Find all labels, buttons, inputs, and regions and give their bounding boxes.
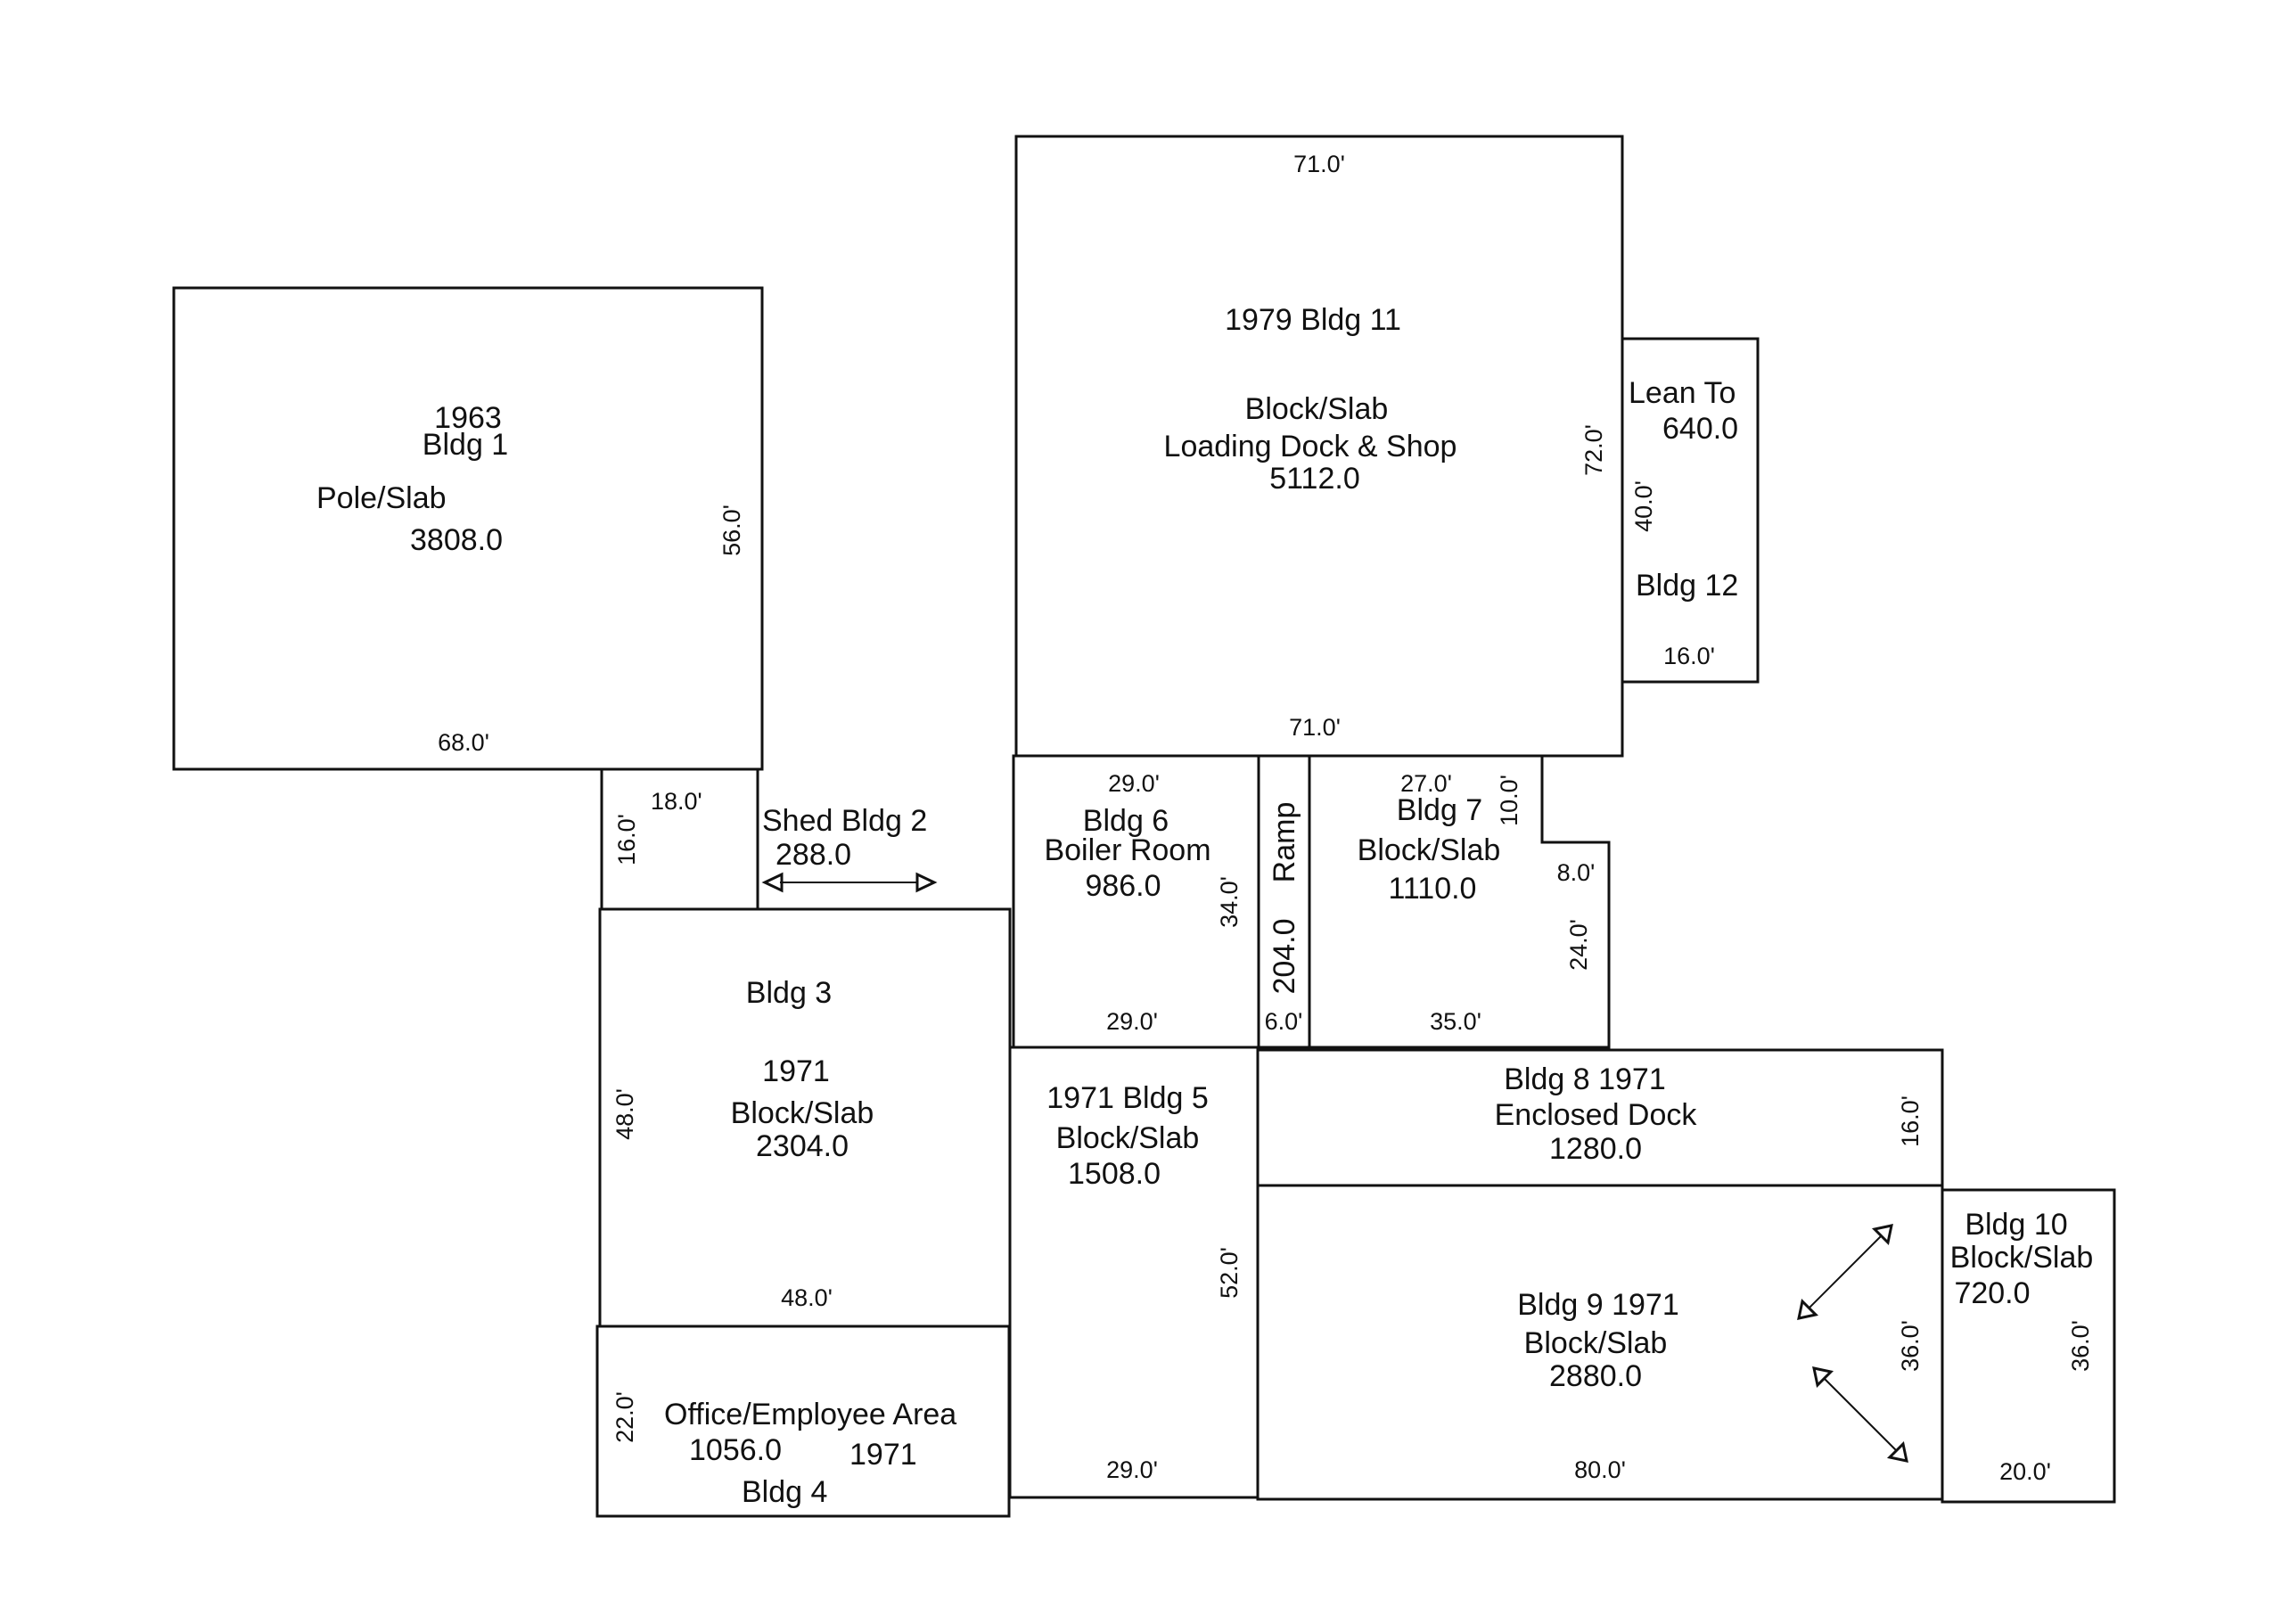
bldg-6-depth-dim: 34.0'	[1216, 876, 1243, 928]
bldg-3-width-dim: 48.0'	[781, 1284, 833, 1311]
bldg-9-name: Bldg 9 1971	[1517, 1288, 1679, 1322]
bldg-6-area: 986.0	[1085, 869, 1161, 903]
bldg-12-name: Lean To	[1629, 376, 1736, 410]
bldg-6-bottom-dim: 29.0'	[1106, 1008, 1158, 1035]
bldg-5-name: 1971 Bldg 5	[1046, 1081, 1209, 1115]
bldg-7-notch-width-dim: 8.0'	[1557, 859, 1596, 886]
bldg-1-width-dim: 68.0'	[438, 729, 489, 756]
bldg-7-right-dim: 24.0'	[1565, 919, 1592, 971]
bldg-2-depth-dim: 16.0'	[613, 814, 640, 865]
bldg-7-area: 1110.0	[1389, 872, 1477, 906]
bldg-7-bottom-dim: 35.0'	[1430, 1008, 1481, 1035]
bldg-4-year: 1971	[849, 1438, 917, 1472]
bldg-10-width-dim: 20.0'	[1999, 1458, 2051, 1485]
bldg-7-notch-height-dim: 10.0'	[1496, 775, 1522, 826]
ramp-width-dim: 6.0'	[1265, 1008, 1303, 1035]
bldg-4-name: Office/Employee Area	[664, 1398, 956, 1431]
bldg-3-year: 1971	[762, 1054, 830, 1088]
bldg-6-top-dim: 29.0'	[1108, 770, 1160, 797]
bldg-1-year: 1963	[434, 401, 502, 435]
bldg-1-name: Bldg 1	[423, 428, 508, 462]
bldg-11-construction: Block/Slab	[1245, 392, 1389, 426]
bldg-7-name: Bldg 7	[1397, 793, 1482, 827]
bldg-8-area: 1280.0	[1549, 1132, 1642, 1166]
bldg-8-name: Bldg 8 1971	[1504, 1062, 1666, 1096]
bldg-9-arrow-upper	[1797, 1224, 1893, 1320]
bldg-6-name: Bldg 6	[1083, 804, 1169, 838]
bldg-7-top-dim: 27.0'	[1400, 770, 1452, 797]
bldg-3-area: 2304.0	[756, 1129, 849, 1163]
bldg-10-depth-dim: 36.0'	[2067, 1320, 2094, 1372]
bldg-12-depth-dim: 40.0'	[1630, 480, 1657, 532]
bldg-4-label: Bldg 4	[742, 1475, 827, 1509]
bldg-5-construction: Block/Slab	[1056, 1121, 1200, 1155]
bldg-1-area: 3808.0	[410, 523, 503, 557]
bldg-5-area: 1508.0	[1068, 1157, 1161, 1191]
ramp-area: 204.0	[1268, 918, 1301, 994]
bldg-11-bottom-dim: 71.0'	[1289, 714, 1341, 741]
ramp-name: Ramp	[1268, 802, 1301, 883]
bldg-9-area: 2880.0	[1549, 1359, 1642, 1393]
bldg-1-construction: Pole/Slab	[316, 481, 447, 515]
bldg-11-depth-dim: 72.0'	[1580, 424, 1607, 476]
bldg-2-name: Shed Bldg 2	[762, 804, 927, 838]
bldg-10-name: Bldg 10	[1965, 1208, 2067, 1242]
bldg-6-use: Boiler Room	[1044, 833, 1210, 867]
bldg-3-name: Bldg 3	[746, 976, 832, 1010]
bldg-7-outline	[1308, 754, 1611, 1049]
bldg-2-dimension-arrow	[761, 872, 938, 893]
bldg-10-construction: Block/Slab	[1950, 1241, 2094, 1275]
bldg-10-outline	[1941, 1188, 2116, 1504]
bldg-11-name: 1979 Bldg 11	[1225, 303, 1401, 337]
bldg-9-width-dim: 80.0'	[1574, 1456, 1626, 1483]
bldg-12-area: 640.0	[1662, 412, 1738, 446]
bldg-12-width-dim: 16.0'	[1663, 643, 1715, 669]
ramp-outline	[1257, 754, 1311, 1049]
bldg-9-construction: Block/Slab	[1524, 1326, 1668, 1360]
bldg-8-depth-dim: 16.0'	[1897, 1095, 1924, 1147]
bldg-9-depth-dim: 36.0'	[1897, 1320, 1924, 1372]
bldg-11-use: Loading Dock & Shop	[1164, 430, 1457, 463]
bldg-1-outline	[172, 286, 764, 771]
bldg-3-depth-dim: 48.0'	[611, 1088, 638, 1140]
bldg-4-area: 1056.0	[689, 1433, 782, 1467]
bldg-5-width-dim: 29.0'	[1106, 1456, 1158, 1483]
bldg-9-arrow-lower	[1812, 1366, 1908, 1463]
bldg-7-construction: Block/Slab	[1358, 833, 1501, 867]
bldg-5-depth-dim: 52.0'	[1216, 1247, 1243, 1299]
bldg-1-depth-dim: 56.0'	[718, 504, 745, 556]
bldg-2-area: 288.0	[775, 838, 851, 872]
bldg-12-outline	[1621, 337, 1760, 684]
bldg-10-area: 720.0	[1954, 1276, 2030, 1310]
bldg-12-label: Bldg 12	[1636, 569, 1738, 603]
bldg-2-width-dim: 18.0'	[651, 788, 702, 815]
bldg-11-top-dim: 71.0'	[1293, 151, 1345, 177]
bldg-11-area: 5112.0	[1269, 462, 1359, 496]
bldg-3-construction: Block/Slab	[731, 1096, 874, 1130]
bldg-8-use: Enclosed Dock	[1495, 1098, 1698, 1132]
bldg-4-depth-dim: 22.0'	[611, 1391, 638, 1443]
